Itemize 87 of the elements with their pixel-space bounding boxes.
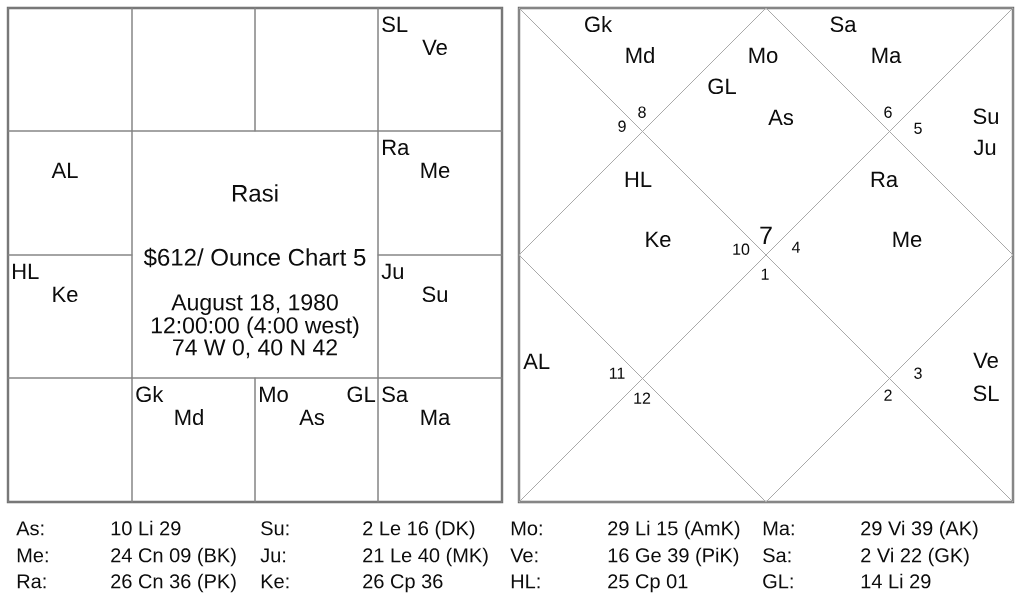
position-value: 29 Li 15 (AmK) <box>608 520 740 540</box>
chart-cell <box>131 377 256 503</box>
planet-label: As <box>299 409 325 426</box>
planet-label: Ma <box>421 409 451 426</box>
planet-label: Ju <box>381 263 403 280</box>
chart-cell <box>131 7 256 132</box>
coordinates-label: 74 W 0, 40 N 42 <box>173 339 337 359</box>
house-number: 6 <box>884 106 892 118</box>
chart-cell <box>7 377 133 503</box>
house-number: 1 <box>761 268 769 280</box>
house-number: 12 <box>634 392 651 404</box>
planet-label: Sa: <box>763 548 791 563</box>
planet-label: Ju <box>973 139 996 156</box>
planet-label: Sa <box>382 386 409 403</box>
chart-cell <box>7 7 133 132</box>
planet-label: Mo <box>260 386 288 403</box>
chart-cell <box>377 130 503 256</box>
house-number: 7 <box>760 226 772 244</box>
planet-label: Ma: <box>763 521 794 536</box>
planet-label: SL <box>973 385 999 402</box>
planet-label: Ke <box>646 231 671 248</box>
house-triangle <box>765 378 1014 503</box>
chart-cell <box>254 377 379 503</box>
planet-label: Md <box>175 408 203 426</box>
house-number: 5 <box>914 122 922 134</box>
chart-cell <box>7 130 133 256</box>
house-number: 2 <box>884 389 892 401</box>
position-value: 26 Cn 36 (PK) <box>111 573 236 593</box>
chart-cell <box>7 254 133 379</box>
planet-label: SL <box>382 16 408 33</box>
planet-label: HL <box>625 171 652 187</box>
planet-label: Ve <box>422 39 447 56</box>
planet-label: Me <box>421 162 450 179</box>
planet-label: HL: <box>511 574 540 589</box>
planet-label: Mo <box>749 47 778 64</box>
house-number: 11 <box>609 367 625 379</box>
chart-cell <box>377 254 503 379</box>
position-value: 10 Li 29 <box>111 520 181 536</box>
planet-label: Sa <box>830 16 857 33</box>
date-label: August 18, 1980 <box>171 294 338 315</box>
planet-label: As <box>768 109 794 126</box>
position-value: 2 Vi 22 (GK) <box>861 547 969 567</box>
planet-label: Mo: <box>511 521 542 536</box>
chart-cell <box>254 7 379 132</box>
position-value: 29 Vi 39 (AK) <box>861 520 978 540</box>
position-value: 2 Le 16 (DK) <box>363 520 475 540</box>
chart-subtitle: $612/ Ounce Chart 5 <box>143 247 366 268</box>
planet-label: Ve <box>973 352 998 369</box>
planet-label: GL <box>347 386 376 403</box>
planet-label: Ke <box>53 286 78 303</box>
planet-label: Ma <box>872 47 902 64</box>
chart-title: Rasi <box>233 184 278 202</box>
position-value: 26 Cp 36 <box>363 574 443 593</box>
planet-label: Ve: <box>510 548 538 563</box>
planet-label: Gk <box>585 15 613 33</box>
planet-label: GL <box>708 78 736 95</box>
position-value: 24 Cn 09 (BK) <box>111 547 236 567</box>
house-number: 3 <box>914 367 922 379</box>
planet-label: AL <box>51 162 78 178</box>
house-number: 4 <box>791 241 800 253</box>
planet-label: HL <box>13 263 39 279</box>
chart-cell <box>377 7 503 132</box>
planet-label: Ju: <box>260 548 286 563</box>
planet-label: Su <box>422 286 447 303</box>
planet-label: Su <box>973 108 998 125</box>
planet-label: Ra <box>871 171 899 188</box>
planet-label: Ke: <box>261 574 289 589</box>
house-number: 10 <box>733 243 750 255</box>
time-label: 12:00:00 (4:00 west) <box>151 316 359 338</box>
house-number: 9 <box>618 120 626 132</box>
position-value: 25 Cp 01 <box>608 574 688 593</box>
planet-label: Ra: <box>17 574 46 589</box>
planet-label: Me: <box>17 548 48 563</box>
house-number: 8 <box>638 106 646 118</box>
chart-cell <box>377 377 503 503</box>
planet-label: GL: <box>763 574 793 589</box>
planet-label: Ra <box>383 139 410 156</box>
planet-label: Gk <box>136 385 164 403</box>
house-triangle <box>518 378 767 503</box>
planet-label: Su: <box>261 521 289 536</box>
planet-label: Me <box>893 231 922 248</box>
planet-label: AL <box>523 353 550 369</box>
planet-label: As: <box>16 521 44 536</box>
position-value: 14 Li 29 <box>861 573 931 589</box>
planet-label: Md <box>626 46 654 64</box>
position-value: 16 Ge 39 (PiK) <box>608 547 739 567</box>
position-value: 21 Le 40 (MK) <box>363 547 488 567</box>
